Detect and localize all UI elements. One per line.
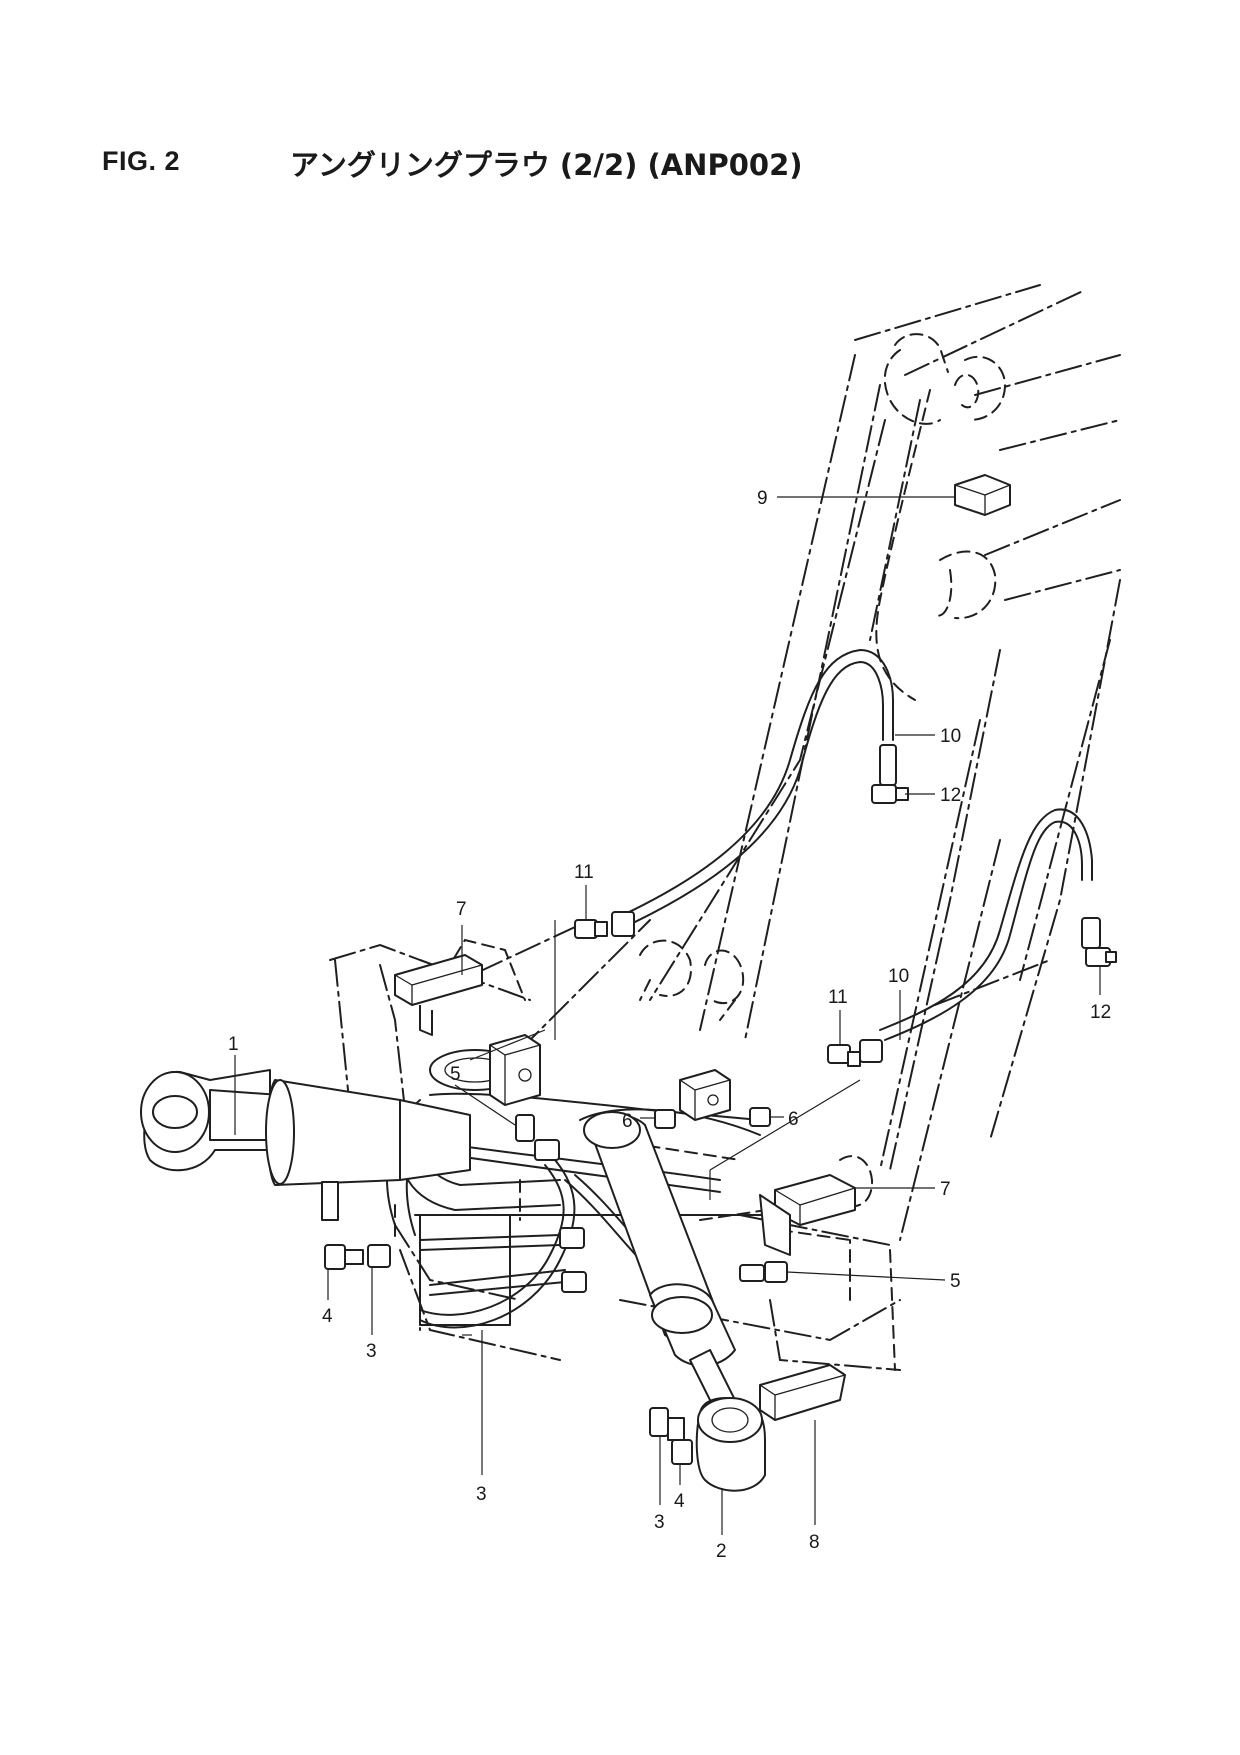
part-2-angling-cylinder-right xyxy=(583,1111,766,1492)
callout-7-left: 7 xyxy=(456,899,467,920)
callout-6-right: 6 xyxy=(788,1109,799,1130)
callout-8: 8 xyxy=(809,1532,820,1553)
figure-number: FIG. 2 xyxy=(102,146,181,176)
part-7-hose-clamp-left xyxy=(394,954,483,1036)
center-mount-frame xyxy=(398,1049,801,1326)
callout-3-left: 3 xyxy=(366,1341,377,1362)
callout-labels: 1 2 3 3 3 4 4 5 5 6 6 7 7 8 9 10 10 11 1… xyxy=(228,488,1111,1562)
callout-11-upper: 11 xyxy=(574,862,594,883)
leader-lines xyxy=(234,496,1101,1535)
machine-phantom-outline xyxy=(329,284,1121,1371)
callout-2: 2 xyxy=(716,1541,727,1562)
callout-3-center: 3 xyxy=(476,1484,487,1505)
callout-9: 9 xyxy=(757,488,768,509)
callout-5-left: 5 xyxy=(450,1064,461,1085)
callout-10-lower: 10 xyxy=(888,966,909,987)
part-3-unions xyxy=(367,1227,669,1437)
figure-title: アングリングプラウ (2/2) (ANP002) xyxy=(290,148,803,182)
part-9-plate xyxy=(954,474,1011,516)
callout-6-left: 6 xyxy=(622,1111,633,1132)
callout-1: 1 xyxy=(228,1034,239,1055)
part-11-elbow-upper xyxy=(574,911,635,939)
hydraulic-hoses xyxy=(386,649,1093,1351)
part-5-fittings xyxy=(515,1114,788,1283)
callout-7-right: 7 xyxy=(940,1179,951,1200)
hose-10-right xyxy=(879,808,1093,1031)
mounting-block-center xyxy=(679,1069,731,1121)
callout-12-lower: 12 xyxy=(1090,1002,1111,1023)
part-1-angling-cylinder-left xyxy=(140,1069,471,1221)
callout-4-left: 4 xyxy=(322,1306,333,1327)
callout-11-lower: 11 xyxy=(828,987,848,1008)
callout-10-upper: 10 xyxy=(940,726,961,747)
callout-12-upper: 12 xyxy=(940,785,961,806)
part-11-elbow-lower xyxy=(827,1039,883,1067)
part-12-elbow-lower xyxy=(1081,917,1117,967)
part-8-stopper-block xyxy=(759,1364,846,1421)
part-4-fittings xyxy=(324,1244,693,1465)
callout-4-right: 4 xyxy=(674,1491,685,1512)
mounting-block-left xyxy=(489,1034,541,1106)
callout-3-right: 3 xyxy=(654,1512,665,1533)
hose-10-upper xyxy=(611,649,894,921)
part-7-hose-clamp-right xyxy=(759,1174,856,1256)
callout-5-right: 5 xyxy=(950,1271,961,1292)
part-12-elbow-upper xyxy=(871,744,909,804)
